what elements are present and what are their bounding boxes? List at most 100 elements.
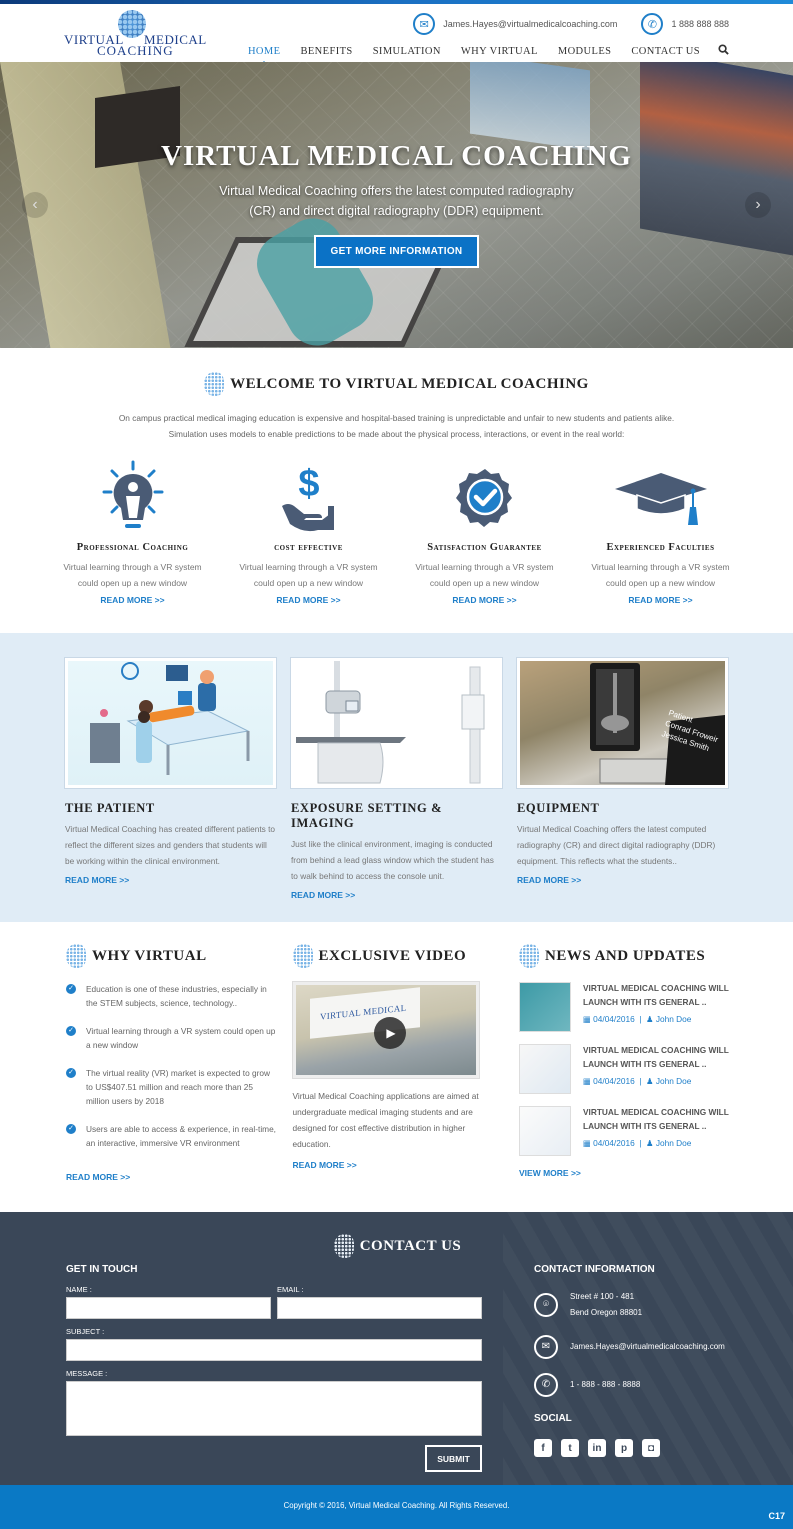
- card-title: THE PATIENT: [65, 801, 155, 815]
- nav-benefits[interactable]: BENEFITS: [300, 45, 353, 57]
- chevron-left-icon[interactable]: ‹: [22, 192, 48, 218]
- list-item: ✓The virtual reality (VR) market is expe…: [66, 1066, 276, 1108]
- news-item-title[interactable]: VIRTUAL MEDICAL COACHING WILL LAUNCH WIT…: [583, 1107, 729, 1131]
- message-row: MESSAGE :: [66, 1369, 482, 1438]
- get-more-information-button[interactable]: GET MORE INFORMATION: [313, 235, 480, 268]
- email-field-group: EMAIL :: [277, 1285, 482, 1319]
- news-column: NEWS AND UPDATES VIRTUAL MEDICAL COACHIN…: [519, 944, 729, 1182]
- copyright-text: Copyright © 2016, Virtual Medical Coachi…: [283, 1501, 510, 1510]
- nav-simulation[interactable]: SIMULATION: [372, 45, 441, 57]
- calendar-icon: ▦: [583, 1076, 591, 1086]
- linkedin-icon[interactable]: in: [588, 1439, 606, 1457]
- name-input[interactable]: [66, 1297, 271, 1319]
- card-equipment: Patient Conrad Froweir Jessica Smith EQU…: [517, 658, 728, 900]
- news-author[interactable]: John Doe: [655, 1076, 692, 1086]
- video-desc: Virtual Medical Coaching applications ar…: [292, 1091, 479, 1149]
- user-icon: ♟: [646, 1138, 654, 1148]
- read-more-link[interactable]: READ MORE >>: [65, 875, 130, 885]
- read-more-link[interactable]: READ MORE >>: [66, 1172, 131, 1182]
- subject-input[interactable]: [66, 1339, 482, 1361]
- facebook-icon[interactable]: f: [534, 1439, 552, 1457]
- name-email-row: NAME : EMAIL :: [66, 1285, 482, 1319]
- twitter-icon[interactable]: t: [561, 1439, 579, 1457]
- pinterest-icon[interactable]: p: [615, 1439, 633, 1457]
- welcome-title: WELCOME TO VIRTUAL MEDICAL COACHING: [0, 372, 793, 396]
- video-player[interactable]: VIRTUAL MEDICAL ▶: [292, 982, 479, 1078]
- news-author[interactable]: John Doe: [655, 1138, 692, 1148]
- news-author[interactable]: John Doe: [655, 1014, 692, 1024]
- globe-head-icon: [333, 1234, 354, 1258]
- news-thumbnail[interactable]: [519, 1106, 571, 1156]
- info-columns: WHY VIRTUAL ✓Education is one of these i…: [0, 922, 793, 1212]
- name-label: NAME :: [66, 1285, 92, 1294]
- read-more-link[interactable]: READ MORE >>: [100, 595, 165, 605]
- read-more-link[interactable]: READ MORE >>: [517, 875, 582, 885]
- card-the-patient: THE PATIENT Virtual Medical Coaching has…: [65, 658, 276, 900]
- message-textarea[interactable]: [66, 1381, 482, 1436]
- nav-home[interactable]: HOME: [238, 46, 291, 67]
- chevron-right-icon[interactable]: ›: [745, 192, 771, 218]
- header-phone-link[interactable]: 1 888 888 888: [671, 19, 729, 29]
- equipment-scene-image[interactable]: Patient Conrad Froweir Jessica Smith: [517, 658, 728, 788]
- nav-modules[interactable]: MODULES: [557, 45, 612, 57]
- logo-globe-icon: [118, 10, 146, 38]
- hero-slider: VIRTUAL MEDICAL COACHING Virtual Medical…: [0, 62, 793, 348]
- calendar-icon: ▦: [583, 1014, 591, 1024]
- nav-contact-us[interactable]: CONTACT US: [631, 45, 700, 57]
- submit-button[interactable]: SUBMIT: [425, 1445, 482, 1472]
- header-contact-row: ✉ James.Hayes@virtualmedicalcoaching.com…: [413, 13, 729, 35]
- read-more-link[interactable]: READ MORE >>: [628, 595, 693, 605]
- news-title: NEWS AND UPDATES: [519, 944, 729, 968]
- hand-dollar-icon: $: [231, 458, 386, 536]
- hero-caption: VIRTUAL MEDICAL COACHING Virtual Medical…: [0, 140, 793, 268]
- user-icon: ♟: [646, 1076, 654, 1086]
- news-item-title[interactable]: VIRTUAL MEDICAL COACHING WILL LAUNCH WIT…: [583, 983, 729, 1007]
- feature-desc-line: Virtual learning through a VR system: [591, 562, 730, 572]
- lightbulb-person-icon: [55, 458, 210, 536]
- header-email-link[interactable]: James.Hayes@virtualmedicalcoaching.com: [443, 19, 618, 29]
- read-more-link[interactable]: READ MORE >>: [276, 595, 341, 605]
- patient-illustration[interactable]: [65, 658, 276, 788]
- news-item[interactable]: VIRTUAL MEDICAL COACHING WILL LAUNCH WIT…: [519, 982, 729, 1032]
- news-title-text: NEWS AND UPDATES: [545, 947, 706, 964]
- card-desc: Virtual Medical Coaching has created dif…: [65, 824, 276, 866]
- welcome-text-line: On campus practical medical imaging educ…: [118, 413, 675, 423]
- news-thumbnail[interactable]: [519, 1044, 571, 1094]
- feature-desc-line: could open up a new window: [429, 578, 540, 588]
- xray-machine-image[interactable]: [291, 658, 502, 788]
- welcome-title-text: WELCOME TO VIRTUAL MEDICAL COACHING: [230, 375, 589, 392]
- welcome-text: On campus practical medical imaging educ…: [0, 410, 793, 442]
- card-title: EXPOSURE SETTING & IMAGING: [291, 801, 443, 830]
- map-pin-icon: ⌾: [534, 1293, 558, 1317]
- welcome-text-line: Simulation uses models to enable predict…: [168, 429, 625, 439]
- search-icon[interactable]: [710, 44, 729, 58]
- hero-subtitle-line: Virtual Medical Coaching offers the late…: [219, 184, 574, 198]
- contact-phone-link[interactable]: 1 - 888 - 888 - 8888: [570, 1380, 641, 1389]
- read-more-link[interactable]: READ MORE >>: [292, 1160, 357, 1170]
- modules-cards: THE PATIENT Virtual Medical Coaching has…: [0, 633, 793, 922]
- logo-word-virtual: VIRTUAL: [64, 32, 124, 47]
- email-input[interactable]: [277, 1297, 482, 1319]
- top-accent-strip: [0, 0, 793, 4]
- nav-why-virtual[interactable]: WHY VIRTUAL: [460, 45, 538, 57]
- play-icon[interactable]: ▶: [373, 1017, 406, 1049]
- news-item-title[interactable]: VIRTUAL MEDICAL COACHING WILL LAUNCH WIT…: [583, 1045, 729, 1069]
- site-logo[interactable]: VIRTUAL MEDICAL COACHING: [64, 10, 209, 60]
- contact-email-link[interactable]: James.Hayes@virtualmedicalcoaching.com: [570, 1342, 725, 1351]
- news-thumbnail[interactable]: [519, 982, 571, 1032]
- welcome-section: WELCOME TO VIRTUAL MEDICAL COACHING On c…: [0, 348, 793, 633]
- contact-section: CONTACT US GET IN TOUCH NAME : EMAIL : S…: [0, 1212, 793, 1485]
- read-more-link[interactable]: READ MORE >>: [452, 595, 517, 605]
- news-item[interactable]: VIRTUAL MEDICAL COACHING WILL LAUNCH WIT…: [519, 1106, 729, 1156]
- list-item-text: Users are able to access & experience, i…: [86, 1124, 276, 1148]
- feature-desc-line: Virtual learning through a VR system: [63, 562, 202, 572]
- social-heading: SOCIAL: [534, 1413, 572, 1424]
- view-more-link[interactable]: VIEW MORE >>: [519, 1168, 581, 1178]
- news-date: 04/04/2016: [593, 1138, 635, 1148]
- graduation-cap-icon: [583, 458, 738, 536]
- submit-row: SUBMIT: [66, 1445, 482, 1472]
- instagram-icon[interactable]: ◘: [642, 1439, 660, 1457]
- social-links: f t in p ◘: [534, 1439, 729, 1457]
- news-item[interactable]: VIRTUAL MEDICAL COACHING WILL LAUNCH WIT…: [519, 1044, 729, 1094]
- read-more-link[interactable]: READ MORE >>: [291, 890, 356, 900]
